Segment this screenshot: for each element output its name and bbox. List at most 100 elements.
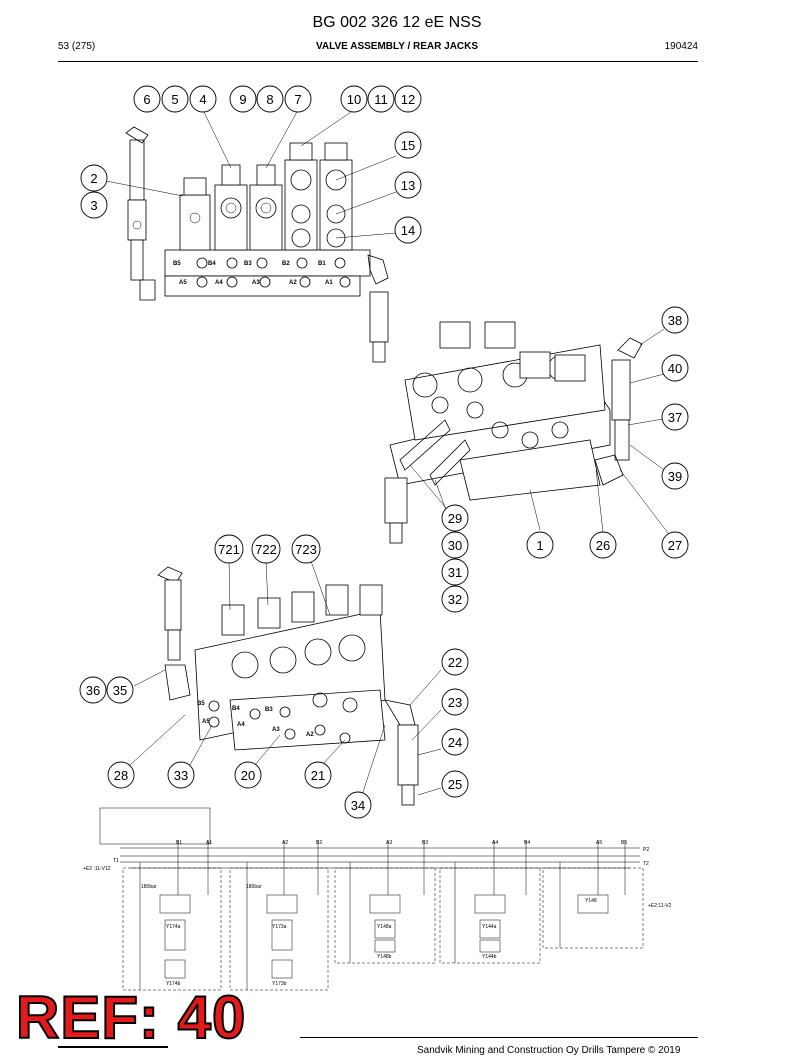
valve-tag: Y144a: [482, 924, 497, 930]
valve-tag: Y174a: [166, 924, 181, 930]
port-label: B3: [265, 707, 273, 713]
port-label: B5: [197, 701, 205, 707]
callout-27: 27: [668, 538, 682, 553]
footer-rule: [300, 1037, 698, 1038]
callout-21: 21: [311, 768, 325, 783]
schematic-port: A5: [596, 840, 602, 846]
relief-setting: 180bar: [141, 884, 157, 890]
callout-40: 40: [668, 361, 682, 376]
schematic-port: A4: [492, 840, 498, 846]
valve-tag: Y173b: [272, 981, 287, 987]
schematic-port: B1: [176, 840, 182, 846]
port-label: A3: [252, 280, 260, 286]
section-title: VALVE ASSEMBLY / REAR JACKS: [315, 41, 479, 52]
callout-25: 25: [448, 777, 462, 792]
document-title: BG 002 326 12 eE NSS: [312, 14, 482, 31]
callout-23: 23: [448, 695, 462, 710]
valve-tag: Y148a: [377, 924, 392, 930]
callout-5: 5: [171, 92, 178, 107]
schematic-line-label: T2: [643, 861, 649, 867]
callout-36: 36: [86, 683, 100, 698]
callout-15: 15: [401, 138, 415, 153]
schematic-tag-left: +E2 :11-V12: [83, 866, 111, 872]
ref-stamp: REF: 40: [15, 984, 247, 1051]
callout-33: 33: [174, 768, 188, 783]
callout-22: 22: [448, 655, 462, 670]
valve-tag: Y173a: [272, 924, 287, 930]
schematic-port: B3: [422, 840, 428, 846]
callout-35: 35: [113, 683, 127, 698]
callout-1: 1: [536, 538, 543, 553]
schematic-port: A1: [206, 840, 212, 846]
callout-26: 26: [596, 538, 610, 553]
callout-28: 28: [114, 768, 128, 783]
callout-7: 7: [294, 92, 301, 107]
callout-13: 13: [401, 178, 415, 193]
callout-8: 8: [266, 92, 273, 107]
callout-723: 723: [295, 542, 317, 557]
valve-assembly-bottom: [157, 566, 419, 806]
callout-32: 32: [448, 592, 462, 607]
callout-37: 37: [668, 410, 682, 425]
schematic-port: A3: [386, 840, 392, 846]
callout-10: 10: [347, 92, 361, 107]
port-label: B5: [173, 261, 181, 267]
page-number: 53 (275): [58, 41, 96, 52]
callout-721: 721: [218, 542, 240, 557]
port-label: A1: [325, 280, 333, 286]
port-label: B4: [208, 261, 216, 267]
valve-tag: Y148b: [377, 954, 392, 960]
header-rule: [58, 61, 698, 62]
callout-31: 31: [448, 565, 462, 580]
schematic-line-label: P2: [643, 847, 649, 853]
callout-38: 38: [668, 313, 682, 328]
footer-copyright: Sandvik Mining and Construction Oy Drill…: [417, 1045, 681, 1056]
schematic-port: A2: [282, 840, 288, 846]
callout-29: 29: [448, 511, 462, 526]
leader-lines-bottom: [129, 560, 442, 796]
callout-9: 9: [239, 92, 246, 107]
valve-tag: Y174b: [166, 981, 181, 987]
valve-assembly-middle: [384, 321, 643, 544]
schematic-port: B4: [524, 840, 530, 846]
callout-12: 12: [401, 92, 415, 107]
callout-bubbles: [79, 85, 689, 819]
leader-lines-top: [105, 109, 397, 239]
leader-lines-middle: [409, 328, 669, 534]
valve-assembly-top: [125, 126, 389, 363]
callout-39: 39: [668, 469, 682, 484]
sandvik-logo: [58, 1046, 168, 1055]
schematic-tag-right: +E2:11-V2: [648, 903, 672, 909]
port-label: A4: [215, 280, 223, 286]
hydraulic-schematic: [99, 807, 644, 991]
port-label: B4: [232, 706, 240, 712]
port-label: B2: [282, 261, 290, 267]
callout-11: 11: [374, 92, 388, 107]
callout-20: 20: [241, 768, 255, 783]
port-label: B1: [318, 261, 326, 267]
callout-4: 4: [199, 92, 206, 107]
port-label: B3: [244, 261, 252, 267]
valve-tag: Y144b: [482, 954, 497, 960]
callout-numbers: 6 5 4 9 8 7 10 11 12 2 3 15 13 14 38 40 …: [86, 92, 682, 813]
port-label: A5: [202, 719, 210, 725]
port-label: A2: [289, 280, 297, 286]
callout-3: 3: [90, 198, 97, 213]
port-label: A5: [179, 280, 187, 286]
callout-722: 722: [255, 542, 277, 557]
callout-24: 24: [448, 735, 462, 750]
valve-tag: Y148: [585, 898, 597, 904]
port-label: A4: [237, 722, 245, 728]
port-label: A3: [272, 727, 280, 733]
callout-6: 6: [143, 92, 150, 107]
schematic-port: B5: [621, 840, 627, 846]
schematic-line-label: T1: [113, 858, 119, 864]
schematic-port: B2: [316, 840, 322, 846]
callout-34: 34: [351, 798, 365, 813]
port-label: A2: [306, 732, 314, 738]
callout-2: 2: [90, 171, 97, 186]
date-code: 190424: [664, 41, 698, 52]
callout-30: 30: [448, 538, 462, 553]
callout-14: 14: [401, 223, 415, 238]
